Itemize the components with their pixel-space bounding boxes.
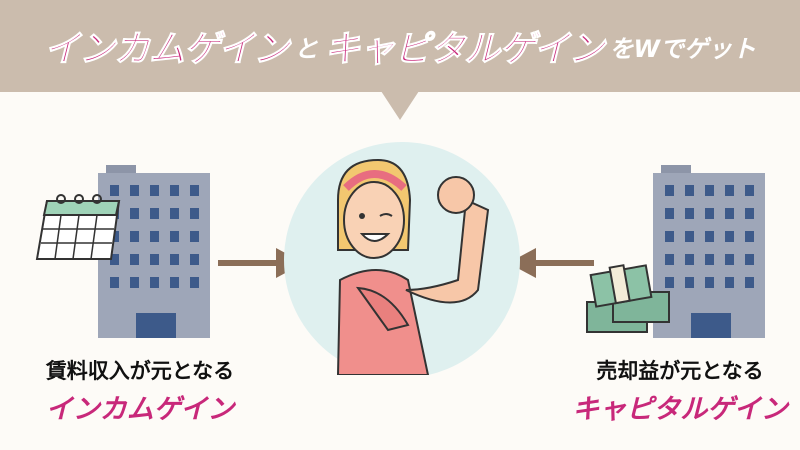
right-building-icon	[653, 165, 765, 338]
banner-pointer	[381, 91, 419, 120]
income-gain-label: インカムゲイン	[45, 394, 235, 425]
money-stack-icon	[586, 264, 670, 333]
capital-gain-source: 売却益が元となる	[596, 359, 764, 383]
title-suffix: をWでゲット	[609, 34, 757, 63]
right-arrow-icon	[508, 248, 594, 278]
capital-gain-label: キャピタルゲイン	[572, 394, 788, 425]
title-banner: インカムゲイン と キャピタルゲイン をWでゲット	[0, 0, 800, 92]
calendar-icon	[35, 194, 121, 260]
income-gain-caption: 賃料収入が元となる インカムゲイン	[20, 355, 260, 426]
title-income-gain: インカムゲイン	[43, 29, 289, 71]
capital-gain-caption: 売却益が元となる キャピタルゲイン	[565, 355, 795, 426]
title-capital-gain: キャピタルゲイン	[324, 29, 605, 71]
income-gain-source: 賃料収入が元となる	[45, 359, 235, 383]
title-connector: と	[294, 34, 319, 63]
woman-flexing-illustration	[284, 142, 520, 375]
